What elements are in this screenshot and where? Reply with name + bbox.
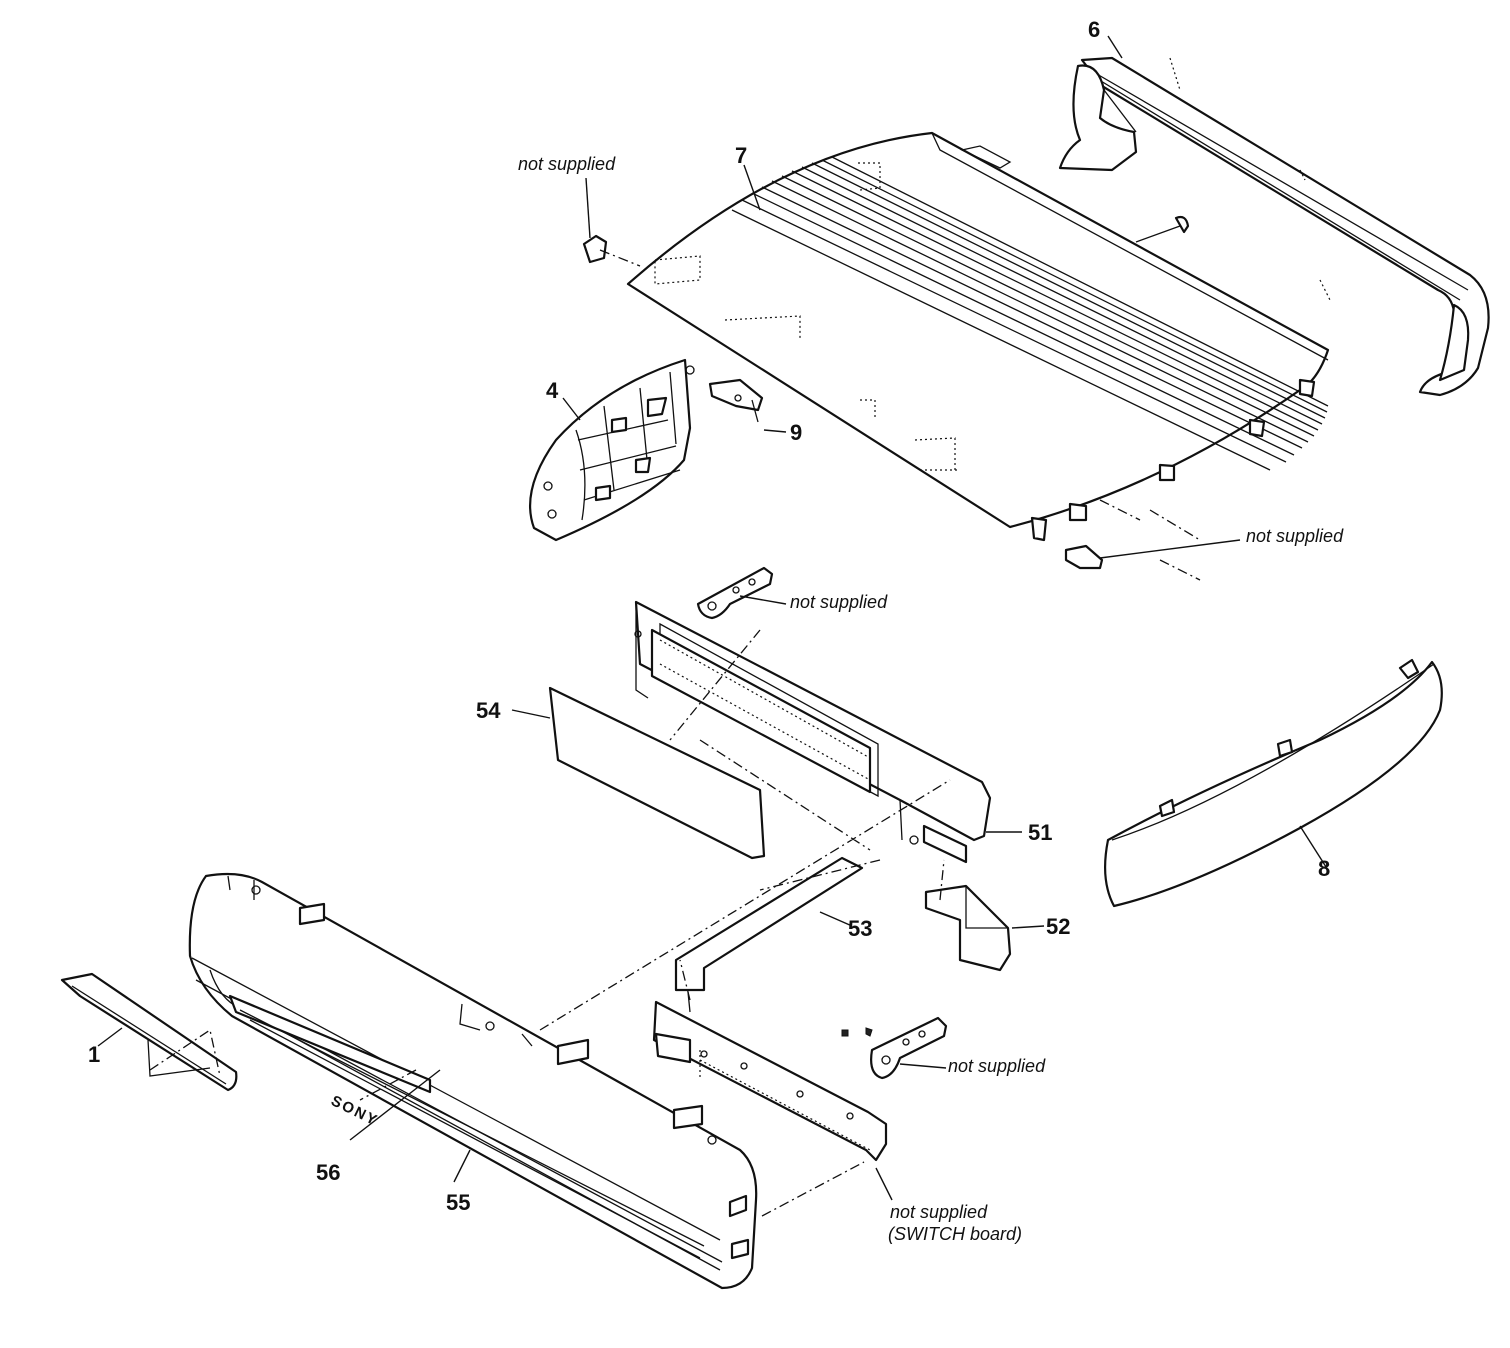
note-not-supplied-bracket-top: not supplied — [790, 592, 888, 612]
part-53-ribbon-cable — [674, 856, 864, 1013]
callout-numbers: 6 7 4 9 8 54 51 52 53 1 56 55 — [88, 17, 1330, 1215]
logo-text: SONY — [328, 1092, 381, 1129]
callout-1: 1 — [88, 1042, 100, 1067]
callout-6: 6 — [1088, 17, 1100, 42]
note-not-supplied-bracket-switch: not supplied — [948, 1056, 1046, 1076]
leader-lines — [97, 35, 1329, 1201]
notes: not supplied not supplied not supplied n… — [518, 154, 1344, 1244]
part-6-rear-frame — [1058, 56, 1490, 397]
part-51-display-board — [634, 600, 992, 864]
callout-53: 53 — [848, 916, 872, 941]
assembly-lines — [147, 249, 1201, 1217]
clip-right — [1064, 544, 1104, 570]
callout-54: 54 — [476, 698, 501, 723]
part-9-bracket — [708, 378, 764, 423]
part-55-front-panel — [188, 872, 758, 1290]
callout-56: 56 — [316, 1160, 340, 1185]
note-not-supplied-switch-board: not supplied — [890, 1202, 988, 1222]
callout-51: 51 — [1028, 820, 1052, 845]
part-4-side-panel — [529, 358, 695, 542]
switch-board — [652, 1000, 888, 1162]
part-52-holder — [924, 884, 1012, 972]
part-8-right-panel — [1104, 658, 1443, 908]
callout-7: 7 — [735, 143, 747, 168]
part-1-trim-strip — [60, 972, 238, 1092]
part-56-logo-badge: SONY — [328, 1092, 381, 1129]
bracket-switch — [870, 1016, 948, 1080]
note-switch-board: (SWITCH board) — [888, 1224, 1022, 1244]
bracket-top — [696, 566, 774, 620]
note-not-supplied-top-left: not supplied — [518, 154, 616, 174]
part-54-filter-plate — [548, 686, 766, 860]
part-7-top-cover — [626, 131, 1330, 542]
clip-top-left — [582, 234, 608, 264]
callout-9: 9 — [790, 420, 802, 445]
note-not-supplied-right-cover: not supplied — [1246, 526, 1344, 546]
callout-52: 52 — [1046, 914, 1070, 939]
callout-8: 8 — [1318, 856, 1330, 881]
callout-4: 4 — [546, 378, 559, 403]
callout-55: 55 — [446, 1190, 470, 1215]
cover-ribs — [741, 156, 1329, 463]
